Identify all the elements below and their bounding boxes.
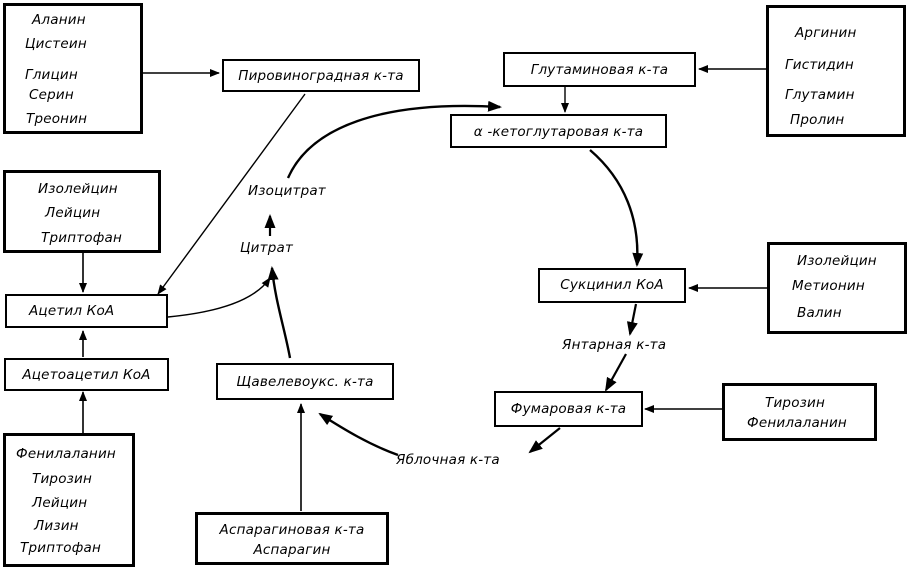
group-aminoacids-pyruvate: Аланин Цистеин Глицин Серин Треонин — [3, 3, 143, 134]
group-item: Лизин — [34, 518, 79, 534]
group-item: Цистеин — [25, 36, 87, 52]
group-item: Изолейцин — [38, 181, 118, 197]
arrow-akg-to-succinylcoa — [589, 149, 644, 267]
group-item: Тирозин — [32, 471, 93, 487]
group-aminoacids-fumarate: Тирозин Фенилаланин — [722, 383, 877, 441]
group-item: Аспарагиновая к-та — [219, 522, 365, 538]
group-item: Аланин — [32, 12, 86, 28]
group-aspartate: Аспарагиновая к-та Аспарагин — [195, 512, 389, 565]
group-item: Триптофан — [41, 230, 122, 246]
arrow-succinate-to-fumarate — [605, 353, 627, 392]
node-succinyl-coa: Сукцинил КоА — [538, 268, 686, 303]
node-label: Глутаминовая к-та — [530, 62, 669, 78]
group-item: Фенилаланин — [16, 446, 116, 462]
group-aminoacids-acetylcoa: Изолейцин Лейцин Триптофан — [3, 170, 161, 253]
node-label: Ацетоацетил КоА — [22, 367, 151, 383]
arrow-malate-to-oxaloacetate — [318, 412, 399, 457]
node-label: Ацетил КоА — [29, 303, 115, 319]
group-item: Изолейцин — [797, 253, 877, 269]
group-item: Аргинин — [795, 25, 857, 41]
group-item: Серин — [29, 87, 74, 103]
group-item: Глутамин — [785, 87, 855, 103]
group-item: Фенилаланин — [747, 415, 847, 431]
node-oxaloacetate: Щавелевоукс. к-та — [216, 363, 394, 400]
group-item: Глицин — [25, 67, 78, 83]
node-acetoacetyl-coa: Ацетоацетил КоА — [4, 358, 169, 391]
arrow-pyruvate-to-acetylcoa — [157, 93, 306, 295]
node-label: Фумаровая к-та — [510, 401, 627, 417]
group-item: Гистидин — [785, 57, 854, 73]
cycle-label-citrate: Цитрат — [240, 240, 294, 256]
node-label: Пировиноградная к-та — [238, 68, 404, 84]
group-item: Тирозин — [765, 395, 826, 411]
cycle-label-succinate: Янтарная к-та — [562, 337, 667, 353]
arrow-succinylcoa-to-succinate — [626, 303, 638, 336]
group-item: Метионин — [792, 278, 865, 294]
node-pyruvate: Пировиноградная к-та — [222, 59, 420, 92]
group-item: Триптофан — [20, 540, 101, 556]
node-glutamate: Глутаминовая к-та — [503, 52, 696, 87]
cycle-label-malate: Яблочная к-та — [396, 452, 500, 468]
node-alpha-ketoglutarate: α -кетоглутаровая к-та — [450, 114, 667, 148]
cycle-label-isocitrate: Изоцитрат — [248, 183, 326, 199]
arrow-isocitrate-to-akg — [286, 100, 502, 179]
group-item: Лейцин — [45, 205, 101, 221]
group-item: Пролин — [790, 112, 845, 128]
node-label: Сукцинил КоА — [560, 277, 664, 293]
node-acetyl-coa: Ацетил КоА — [5, 294, 168, 328]
group-item: Валин — [797, 305, 842, 321]
group-aminoacids-succinylcoa: Изолейцин Метионин Валин — [767, 242, 907, 334]
arrow-oxaloacetate-to-citrate — [267, 266, 292, 359]
node-label: α -кетоглутаровая к-та — [473, 124, 644, 140]
arrow-fumarate-to-malate — [528, 427, 561, 454]
group-item: Лейцин — [32, 495, 88, 511]
group-aminoacids-glutamate: Аргинин Гистидин Глутамин Пролин — [766, 5, 906, 137]
node-label: Щавелевоукс. к-та — [236, 374, 374, 390]
group-item: Треонин — [26, 111, 88, 127]
group-aminoacids-acetoacetyl: Фенилаланин Тирозин Лейцин Лизин Триптоф… — [3, 433, 135, 567]
arrow-acetylcoa-to-citrate — [167, 277, 271, 318]
group-item: Аспарагин — [253, 542, 331, 558]
node-fumarate: Фумаровая к-та — [494, 391, 643, 427]
